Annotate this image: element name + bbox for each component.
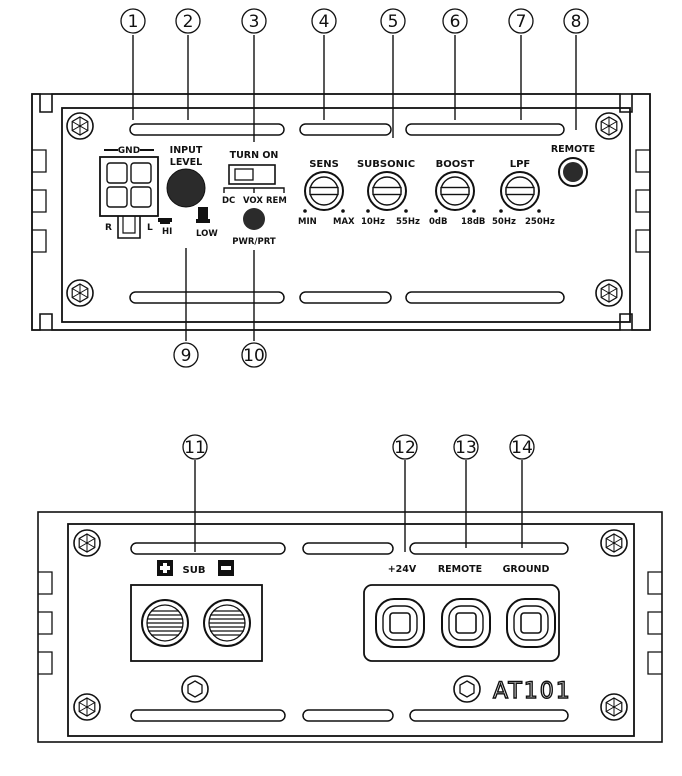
bottom-panel: SUB +24V REMOTE GROUND — [37, 511, 663, 743]
sub-label: SUB — [183, 565, 206, 576]
screw-icon — [600, 693, 628, 721]
callout-8: 8 — [563, 8, 589, 34]
svg-text:4: 4 — [319, 12, 330, 32]
hi-low-switch[interactable]: HI LOW — [158, 207, 218, 239]
callout-6: 6 — [442, 8, 468, 34]
l-label: L — [147, 223, 153, 233]
plus-icon — [157, 560, 173, 576]
svg-text:12: 12 — [394, 438, 416, 458]
sens-label: SENS — [309, 159, 339, 170]
callout-3: 3 — [241, 8, 267, 34]
turn-on-label: TURN ON — [230, 150, 279, 161]
r-label: R — [105, 223, 112, 233]
svg-text:14: 14 — [511, 438, 533, 458]
pwr-prt-label: PWR/PRT — [232, 237, 276, 247]
subsonic-label: SUBSONIC — [357, 159, 415, 170]
screw-icon — [73, 529, 101, 557]
screw-icon — [73, 693, 101, 721]
plus-24v-label: +24V — [388, 564, 417, 575]
boost-min-label: 0dB — [429, 217, 447, 227]
screw-icon — [66, 279, 94, 307]
knob-boost[interactable]: BOOST 0dB 18dB — [429, 159, 485, 227]
sens-min-label: MIN — [298, 217, 317, 227]
callout-2: 2 — [175, 8, 201, 34]
callout-5: 5 — [380, 8, 406, 34]
knob-subsonic[interactable]: SUBSONIC 10Hz 55Hz — [357, 159, 420, 227]
callout-1: 1 — [120, 8, 146, 34]
svg-text:6: 6 — [450, 12, 461, 32]
speaker-terminal-negative[interactable] — [203, 599, 251, 647]
subsonic-min-label: 10Hz — [361, 217, 385, 227]
knob-lpf[interactable]: LPF 50Hz 250Hz — [492, 159, 555, 227]
rem-label: REM — [266, 196, 287, 206]
hi-label: HI — [162, 227, 172, 237]
input-level-label-2: LEVEL — [170, 157, 202, 168]
lpf-label: LPF — [510, 159, 531, 170]
callout-4: 4 — [311, 8, 337, 34]
screw-icon — [600, 529, 628, 557]
callout-9: 9 — [173, 342, 199, 368]
boost-label: BOOST — [436, 159, 475, 170]
sens-max-label: MAX — [333, 217, 355, 227]
speaker-terminal-positive[interactable] — [141, 599, 189, 647]
input-level-label-1: INPUT — [170, 145, 203, 156]
bottom-callouts — [194, 460, 523, 552]
screw-icon — [66, 112, 94, 140]
lpf-max-label: 250Hz — [525, 217, 555, 227]
terminal-24v[interactable] — [375, 598, 425, 648]
gnd-label: GND — [118, 146, 140, 156]
vox-label: VOX — [243, 196, 263, 206]
svg-text:13: 13 — [455, 438, 477, 458]
remote-terminal-label: REMOTE — [438, 564, 482, 575]
top-panel: GND R L INPUT LEVEL HI LOW TURN ON — [31, 93, 651, 331]
callout-12: 12 — [392, 434, 418, 460]
svg-text:3: 3 — [249, 12, 260, 32]
pwr-prt-led — [243, 208, 265, 230]
svg-text:10: 10 — [243, 346, 265, 366]
svg-text:8: 8 — [571, 12, 582, 32]
ground-terminal-label: GROUND — [503, 564, 550, 575]
terminal-ground[interactable] — [506, 598, 556, 648]
lpf-min-label: 50Hz — [492, 217, 516, 227]
callout-10: 10 — [241, 342, 267, 368]
low-label: LOW — [196, 229, 218, 239]
power-connector[interactable]: GND R L — [99, 146, 159, 239]
input-level-knob[interactable] — [166, 168, 206, 208]
hex-bolt-icon — [181, 675, 209, 703]
screw-icon — [595, 112, 623, 140]
top-callouts — [132, 35, 577, 341]
subsonic-max-label: 55Hz — [396, 217, 420, 227]
hex-bolt-icon — [453, 675, 481, 703]
svg-text:11: 11 — [184, 438, 206, 458]
dc-label: DC — [222, 196, 235, 206]
callout-13: 13 — [453, 434, 479, 460]
remote-port-label: REMOTE — [551, 144, 595, 155]
knob-sens[interactable]: SENS MIN MAX — [298, 159, 355, 227]
callout-14: 14 — [509, 434, 535, 460]
svg-text:7: 7 — [516, 12, 527, 32]
callout-11: 11 — [182, 434, 208, 460]
callout-7: 7 — [508, 8, 534, 34]
turn-on-switch[interactable]: DC VOX REM — [222, 164, 287, 206]
boost-max-label: 18dB — [461, 217, 485, 227]
minus-icon — [218, 560, 234, 576]
screw-icon — [595, 279, 623, 307]
svg-text:9: 9 — [181, 346, 192, 366]
svg-text:2: 2 — [183, 12, 194, 32]
svg-text:5: 5 — [388, 12, 399, 32]
terminal-remote[interactable] — [441, 598, 491, 648]
model-logo: AT101 — [493, 679, 572, 704]
svg-text:1: 1 — [128, 12, 139, 32]
